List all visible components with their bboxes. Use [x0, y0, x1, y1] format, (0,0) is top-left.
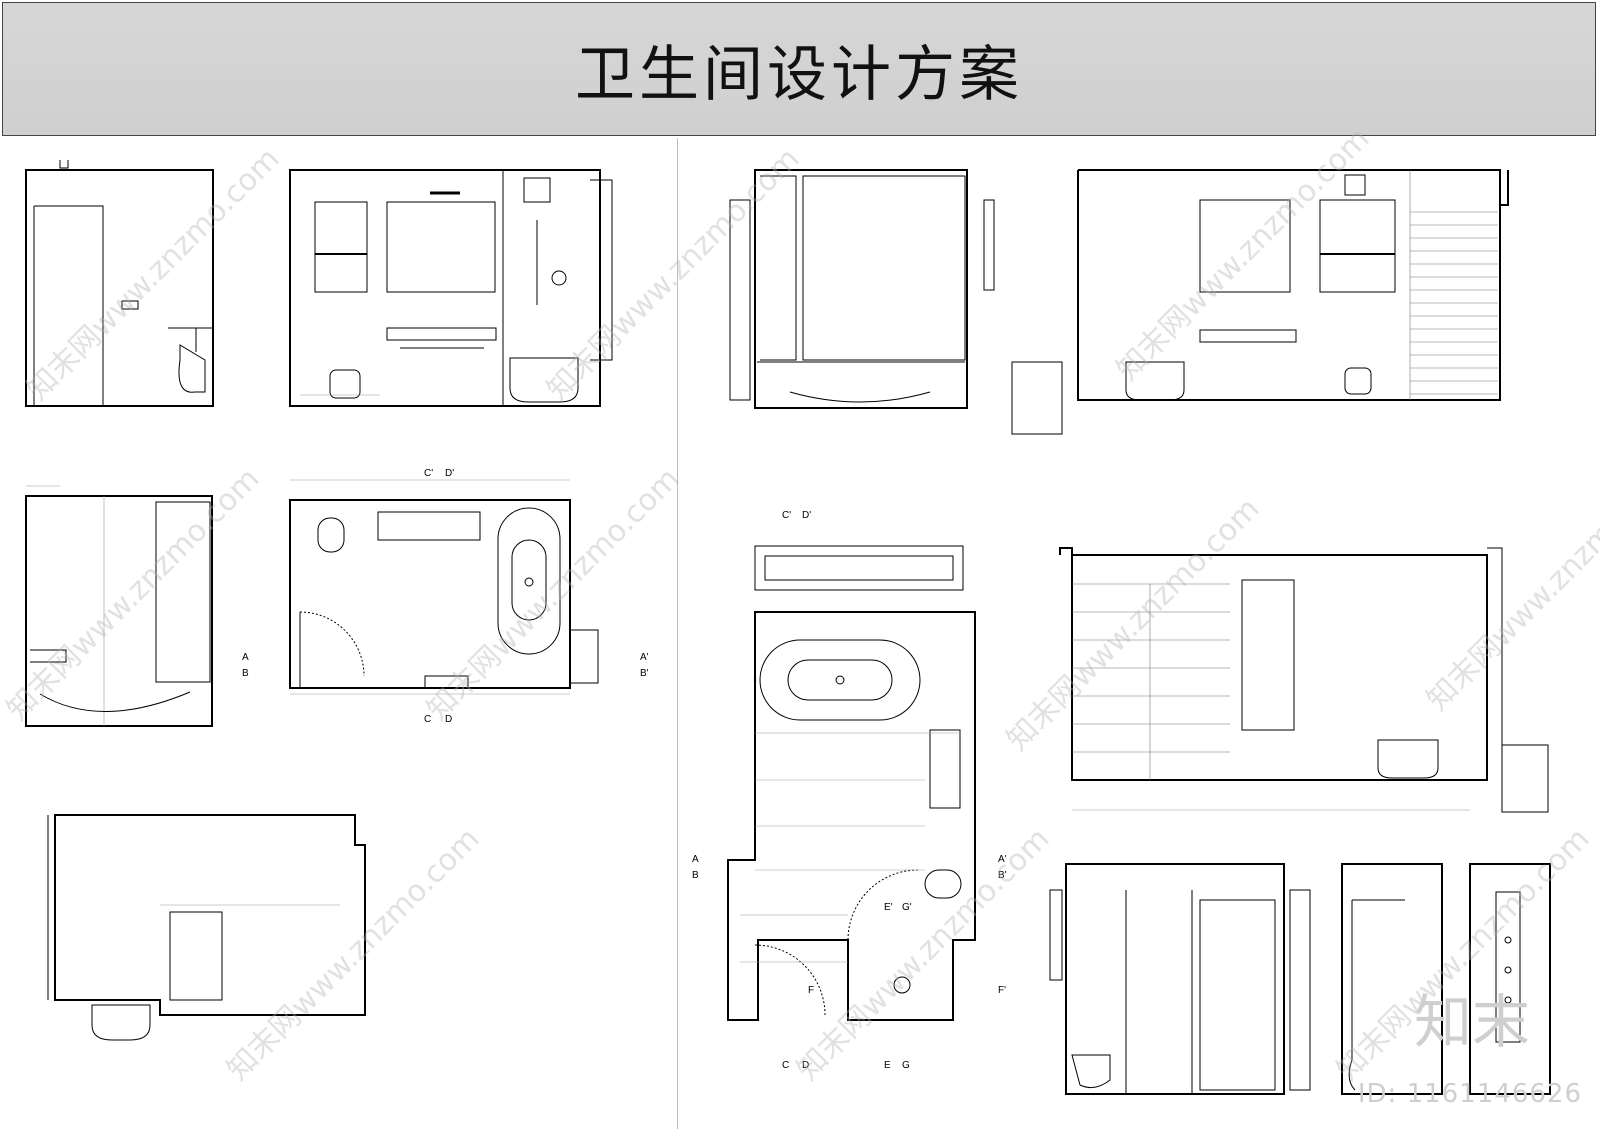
- elevation-6: [1059, 547, 1549, 813]
- section-mark-right-2: D': [802, 510, 811, 521]
- section-mark-left-6: B': [640, 668, 649, 679]
- elevation-1: [25, 160, 214, 407]
- section-mark-right-1: C': [782, 510, 791, 521]
- title-banner: 卫生间设计方案: [2, 2, 1596, 136]
- section-mark-right-9: F: [808, 985, 814, 996]
- section-mark-right-8: G': [902, 902, 912, 913]
- elevation-2: [289, 169, 613, 407]
- elevation-3: [47, 814, 366, 1041]
- section-mark-right-6: B': [998, 870, 1007, 881]
- floor-plan-right: [727, 545, 976, 1021]
- section-mark-right-12: D: [802, 1060, 809, 1071]
- section-mark-right-10: F': [998, 985, 1006, 996]
- page-title: 卫生间设计方案: [575, 39, 1023, 110]
- section-mark-left-4: B: [242, 668, 249, 679]
- section-mark-left-1: C': [424, 468, 433, 479]
- section-mark-left-8: D: [445, 714, 452, 725]
- section-mark-right-13: E: [884, 1060, 891, 1071]
- section-mark-right-4: B: [692, 870, 699, 881]
- elevation-5: [1011, 169, 1509, 435]
- elevation-8: [1341, 863, 1551, 1095]
- image-id-label: ID: 1161146626: [1357, 1079, 1582, 1109]
- section-mark-right-3: A: [692, 854, 699, 865]
- section-mark-right-5: A': [998, 854, 1007, 865]
- section-mark-left-5: A': [640, 652, 649, 663]
- sheet-divider: [677, 138, 678, 1129]
- floor-plan-left: [289, 479, 599, 695]
- section-mark-left-3: A: [242, 652, 249, 663]
- elevation-7: [1049, 863, 1311, 1095]
- brand-watermark: 知末: [1413, 988, 1530, 1056]
- section-mark-right-7: E': [884, 902, 893, 913]
- elevation-4: [729, 169, 995, 409]
- section-markers: C' D' A B A' B' C D C' D' A B A' B' E' G…: [242, 468, 1007, 1071]
- section-mark-right-14: G: [902, 1060, 910, 1071]
- section-mark-right-11: C: [782, 1060, 789, 1071]
- section-mark-left-7: C: [424, 714, 431, 725]
- section-mark-left-2: D': [445, 468, 454, 479]
- section-view-1: [25, 485, 213, 727]
